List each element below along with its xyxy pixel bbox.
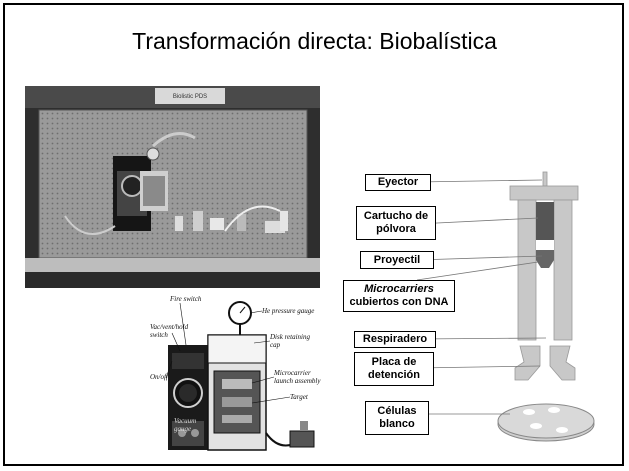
proyectil-text: Proyectil [373, 253, 421, 266]
respiradero-text: Respiradero [362, 333, 428, 345]
microcarrier-launch-label-1: Microcarrier [274, 369, 311, 377]
eyector-text: Eyector [377, 176, 419, 188]
schematic-drawing [416, 171, 595, 442]
celulas-text-1: Células [377, 405, 417, 417]
celulas-text-2: blanco [379, 418, 415, 430]
cartucho-text-1: Cartucho de [363, 210, 429, 222]
vacuum-gauge-label-1: Vacuum [174, 417, 197, 425]
proyectil-label: Proyectil [360, 251, 434, 269]
placa-label: Placa de detención [354, 352, 434, 386]
celulas-label: Células blanco [365, 401, 429, 435]
disk-cap-label-2: cap [270, 341, 281, 349]
photo-sign-text: Biolistic PDS [173, 94, 207, 100]
placa-text-1: Placa de [371, 356, 417, 368]
target-label: Target [290, 393, 308, 401]
microcarriers-label: Microcarriers cubiertos con DNA [343, 280, 455, 312]
disk-cap-label-1: Disk retaining [270, 333, 310, 341]
gene-gun-photo: Biolistic PDS [25, 86, 320, 288]
microcarriers-text-1: Microcarriers [364, 283, 434, 295]
cartucho-label: Cartucho de pólvora [356, 206, 436, 240]
device-sketch: Fire switch He pressure gauge Vac/vent/h… [150, 293, 335, 458]
respiradero-label: Respiradero [354, 331, 436, 348]
vacuum-gauge-label-2: gauge [174, 425, 192, 433]
microcarrier-launch-label-2: launch assembly [274, 377, 321, 385]
vac-switch-label-1: Vac/vent/hold [150, 323, 189, 331]
placa-text-2: detención [368, 369, 420, 381]
hood-photo-drawing: Biolistic PDS [25, 86, 320, 288]
microcarriers-text-2: cubiertos con DNA [349, 296, 449, 308]
slide-title: Transformación directa: Biobalística [132, 28, 497, 54]
fire-switch-label: Fire switch [170, 295, 202, 303]
device-sketch-drawing [165, 301, 315, 451]
eyector-label: Eyector [365, 174, 431, 191]
onoff-label: On/off [150, 373, 168, 381]
he-pressure-label: He pressure gauge [262, 307, 315, 315]
biolistic-schematic: Eyector Cartucho de pólvora Proyectil Mi… [340, 168, 620, 458]
cartucho-text-2: pólvora [376, 223, 416, 235]
vac-switch-label-2: switch [150, 331, 168, 339]
